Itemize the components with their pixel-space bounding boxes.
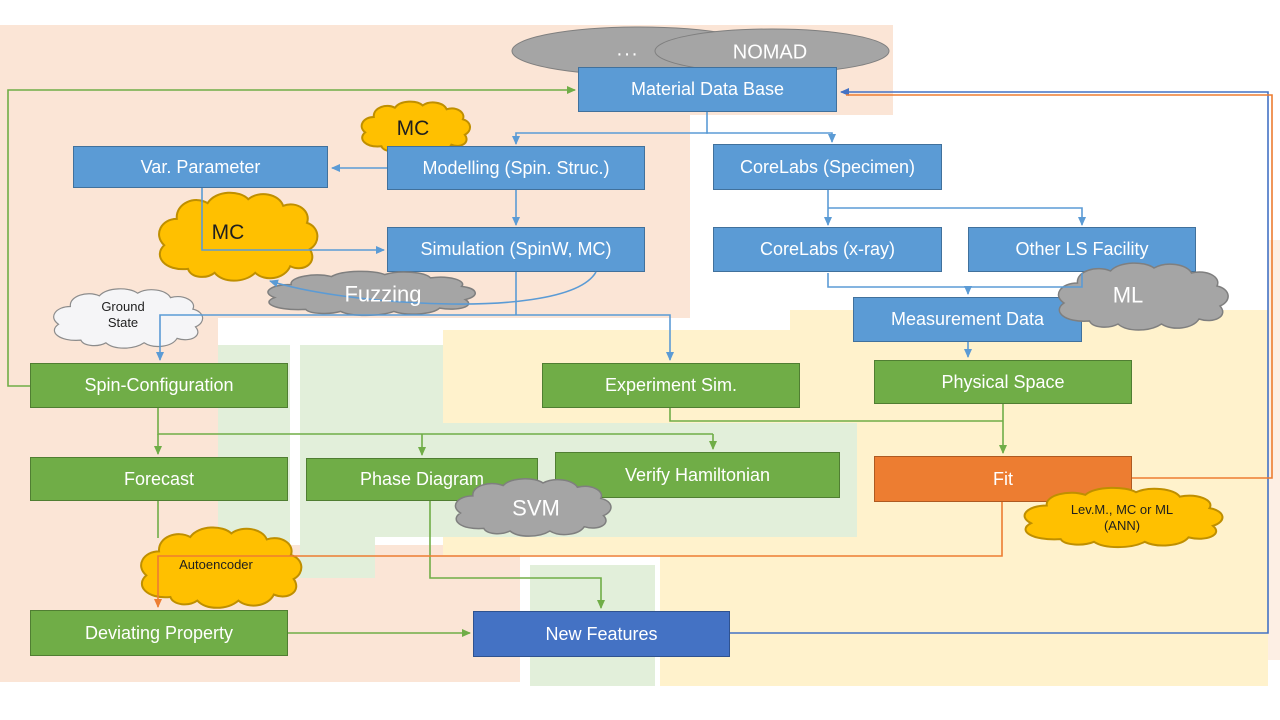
fuzzing-cloud-label: Fuzzing bbox=[344, 281, 422, 307]
node-fit: Fit bbox=[874, 456, 1132, 502]
node-new-features: New Features bbox=[473, 611, 730, 657]
node-physical-space: Physical Space bbox=[874, 360, 1132, 404]
lev-m-line1: Lev.M., MC or ML bbox=[1070, 501, 1174, 517]
node-material-data-base: Material Data Base bbox=[578, 67, 837, 112]
ellipsis-cloud-label: ... bbox=[616, 38, 640, 61]
node-phase-diagram: Phase Diagram bbox=[306, 458, 538, 501]
lev-m-cloud-label: Lev.M., MC or ML (ANN) bbox=[1071, 502, 1173, 535]
node-other-ls-facility: Other LS Facility bbox=[968, 227, 1196, 272]
node-experiment-sim: Experiment Sim. bbox=[542, 363, 800, 408]
nomad-cloud-label: NOMAD bbox=[732, 41, 808, 64]
node-forecast: Forecast bbox=[30, 457, 288, 501]
node-measurement-data: Measurement Data bbox=[853, 297, 1082, 342]
ml-cloud-label: ML bbox=[1112, 282, 1144, 308]
node-simulation: Simulation (SpinW, MC) bbox=[387, 227, 645, 272]
node-corelabs-xray: CoreLabs (x-ray) bbox=[713, 227, 942, 272]
bg-right-edge-strip bbox=[1268, 240, 1280, 660]
node-spin-configuration: Spin-Configuration bbox=[30, 363, 288, 408]
node-modelling: Modelling (Spin. Struc.) bbox=[387, 146, 645, 190]
connector-mdb-to-corelabs bbox=[706, 132, 836, 143]
node-var-parameter: Var. Parameter bbox=[73, 146, 328, 188]
autoencoder-cloud-label: Autoencoder bbox=[179, 556, 253, 572]
ground-state-line1: Ground bbox=[101, 298, 145, 314]
bg-green-column-b-tail bbox=[300, 535, 375, 578]
svm-cloud-label: SVM bbox=[512, 495, 560, 521]
mc-top-cloud-label: MC bbox=[396, 116, 430, 140]
node-verify-hamiltonian: Verify Hamiltonian bbox=[555, 452, 840, 498]
mc-left-cloud-label: MC bbox=[211, 220, 245, 244]
ground-state-cloud-label: Ground State bbox=[101, 299, 144, 332]
ground-state-line2: State bbox=[107, 315, 139, 330]
node-corelabs-specimen: CoreLabs (Specimen) bbox=[713, 144, 942, 190]
node-deviating-property: Deviating Property bbox=[30, 610, 288, 656]
connector-xray-otherls-join bbox=[827, 273, 1083, 288]
lev-m-line2: (ANN) bbox=[1103, 518, 1141, 533]
connector-specimen-to-otherls bbox=[828, 207, 1086, 226]
